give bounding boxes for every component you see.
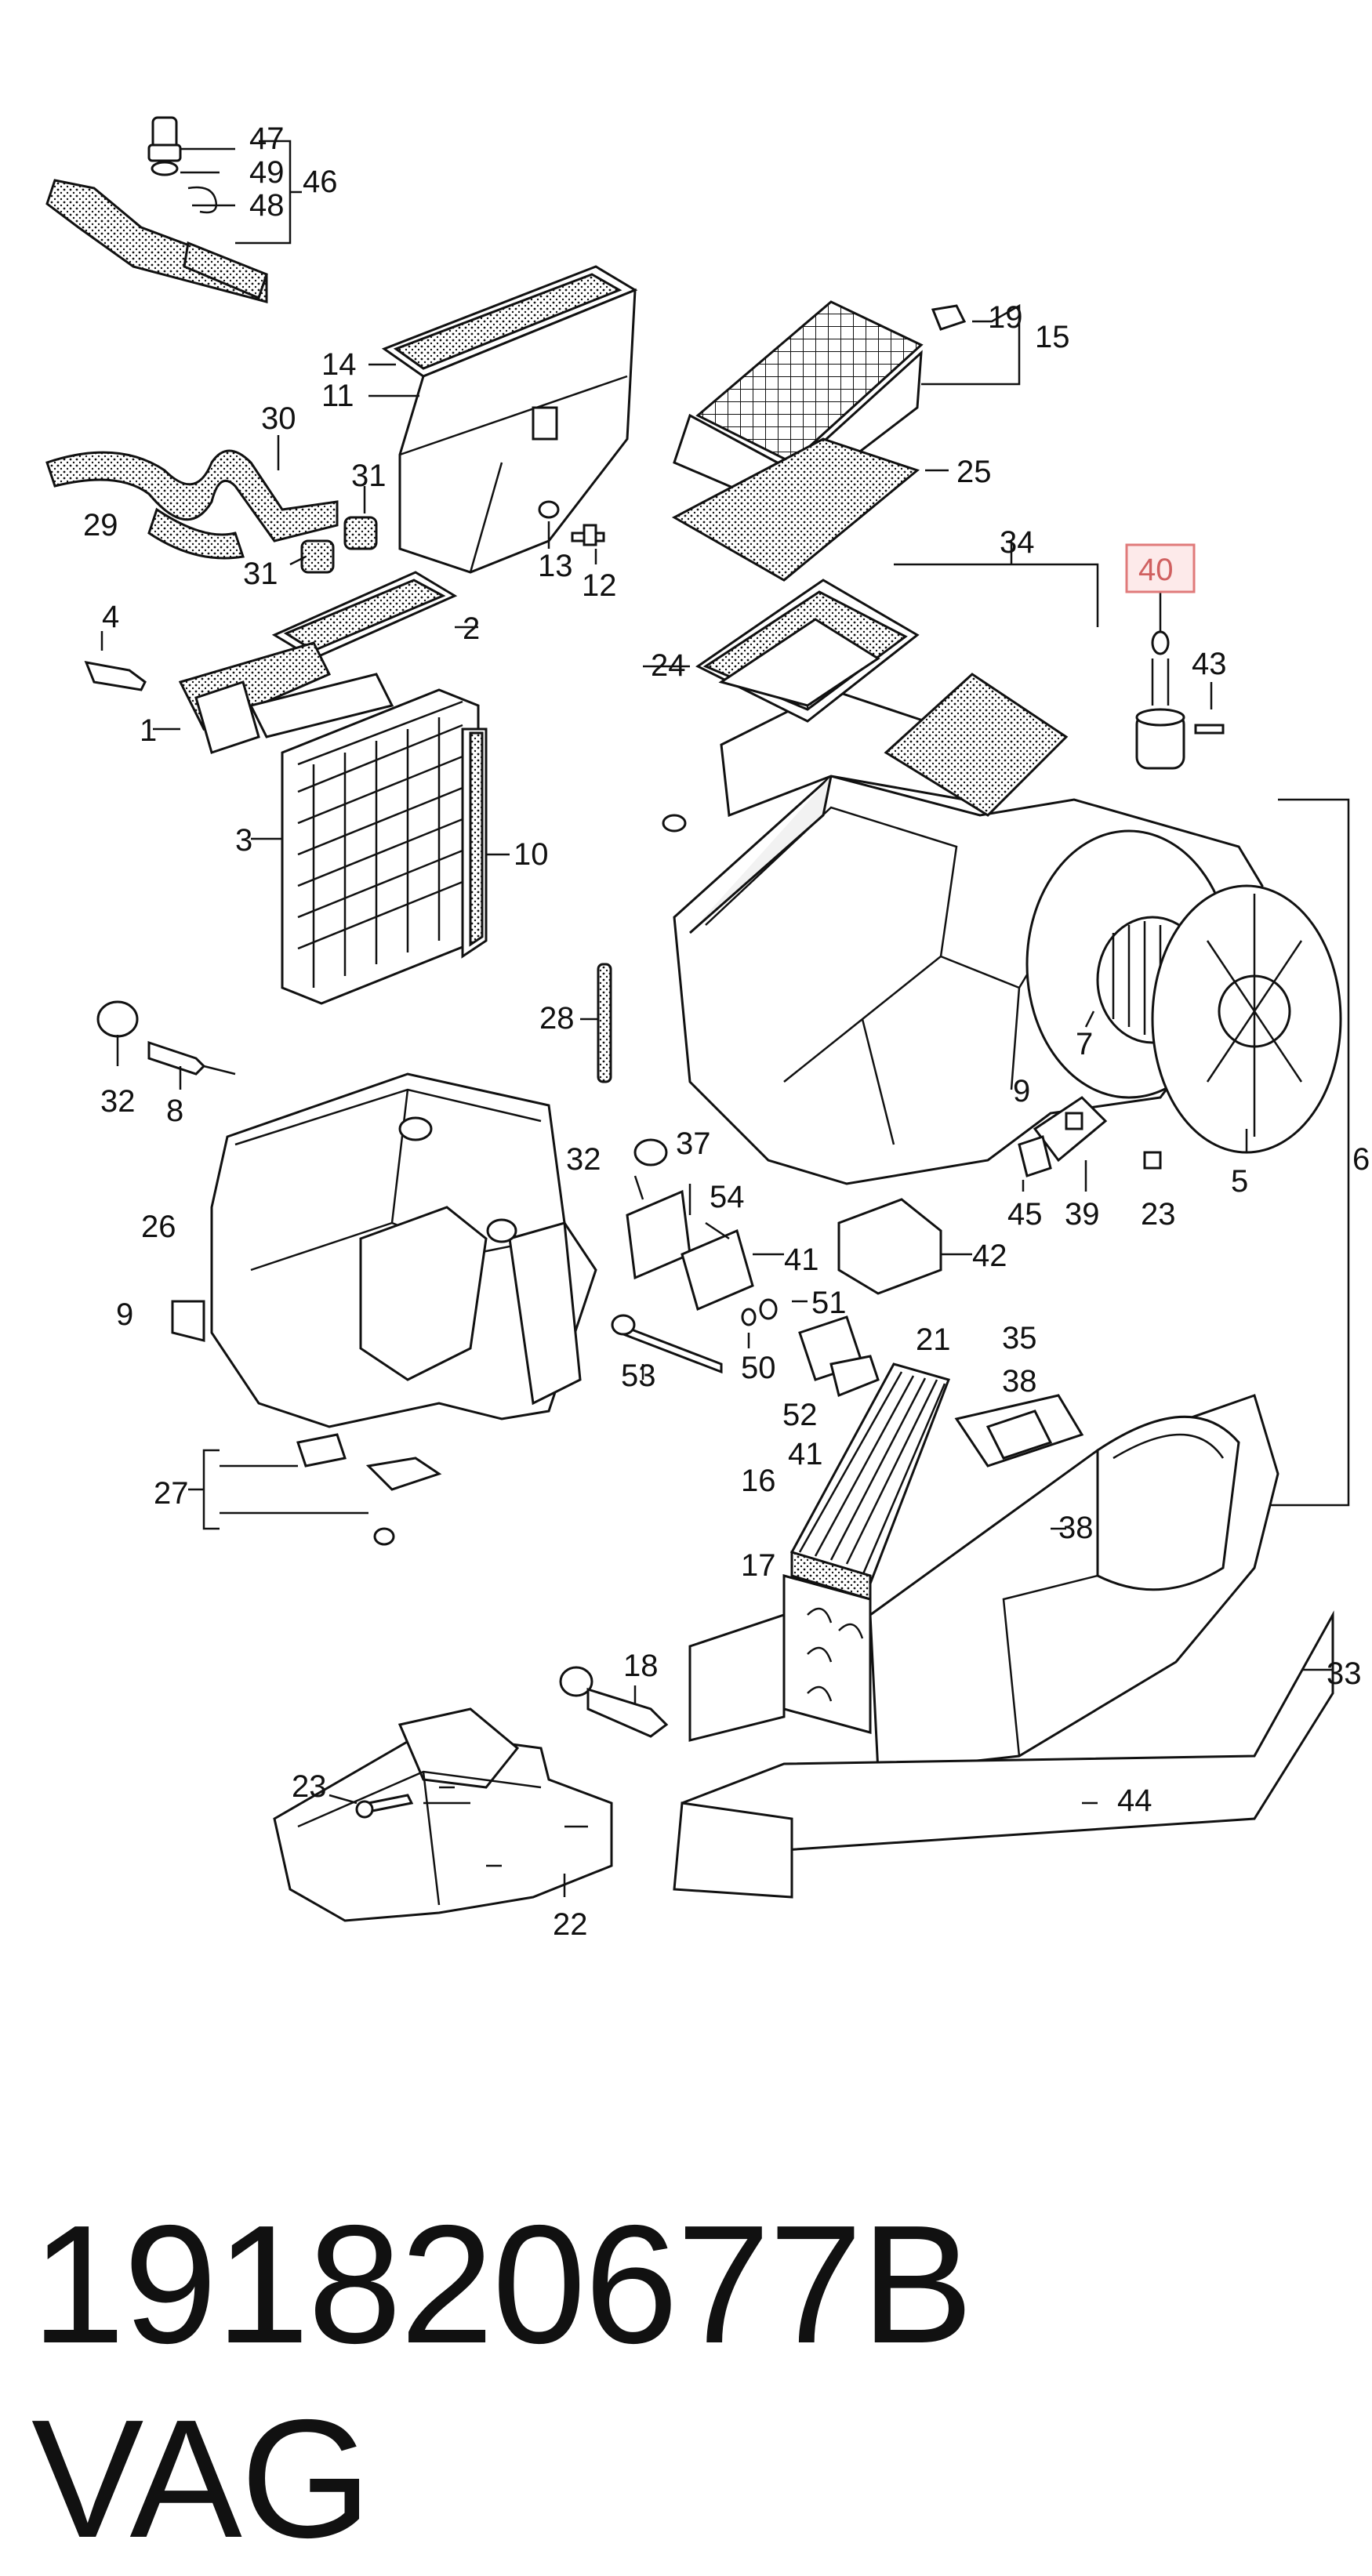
callout-label: 53 <box>621 1359 656 1393</box>
callout-label: 31 <box>351 459 387 493</box>
callout-label: 23 <box>292 1769 327 1804</box>
air-filter-top <box>671 300 1021 582</box>
callout-label: 38 <box>1002 1364 1037 1399</box>
callout-label: 5 <box>1231 1164 1248 1199</box>
callout-label: 1 <box>140 713 157 748</box>
callout-label: 8 <box>166 1094 183 1128</box>
callout-label: 14 <box>321 347 357 382</box>
callout-label: 26 <box>141 1210 176 1244</box>
callout-label: 39 <box>1065 1197 1100 1232</box>
callout-label: 7 <box>1076 1027 1093 1061</box>
callout-label: 19 <box>988 300 1023 335</box>
air-duct-upper <box>368 265 638 574</box>
part-number-caption: 191820677BVAG <box>31 2187 1372 2576</box>
lower-housing-33 <box>559 1315 1334 1899</box>
callout-label: 15 <box>1035 320 1070 354</box>
callout-label: 44 <box>1117 1783 1152 1818</box>
callout-labels: 47 49 48 46 19 15 14 11 30 31 29 13 12 2… <box>83 122 1370 1942</box>
callout-label: 30 <box>261 401 296 436</box>
callout-label: 6 <box>1352 1142 1370 1177</box>
callout-label: 33 <box>1327 1656 1362 1691</box>
rod-28 <box>580 963 612 1083</box>
callout-label: 10 <box>514 837 549 872</box>
callout-label: 22 <box>553 1907 588 1942</box>
callout-label: 32 <box>100 1084 136 1119</box>
callout-label: 50 <box>741 1351 776 1385</box>
callout-label: 47 <box>249 122 285 156</box>
callout-label: 29 <box>83 508 118 542</box>
callout-label: 38 <box>1058 1511 1094 1545</box>
parts-exploded-diagram: 47 49 48 46 19 15 14 11 30 31 29 13 12 2… <box>45 116 1370 1942</box>
callout-label: 49 <box>249 155 285 190</box>
callout-label: 35 <box>1002 1321 1037 1355</box>
callout-label: 4 <box>102 600 119 634</box>
part-number: 191820677B <box>31 2190 974 2378</box>
hose-assembly <box>45 116 302 303</box>
small-fasteners <box>538 500 605 564</box>
callout-label: 32 <box>566 1142 601 1177</box>
callout-label: 28 <box>539 1001 575 1036</box>
callout-label: 52 <box>782 1398 818 1432</box>
highlighted-callout-label: 40 <box>1138 553 1174 587</box>
callout-label: 21 <box>916 1322 951 1357</box>
heater-core <box>84 631 510 1005</box>
brackets-45-39-9 <box>1018 1096 1162 1192</box>
callout-label: 34 <box>1000 525 1035 560</box>
callout-label: 48 <box>249 188 285 223</box>
callout-label: 17 <box>741 1548 776 1583</box>
lower-housing-26 <box>96 1000 597 1546</box>
callout-label: 43 <box>1192 647 1227 681</box>
callout-label: 23 <box>1141 1197 1176 1232</box>
callout-label: 13 <box>538 549 573 583</box>
callout-label: 37 <box>676 1127 711 1161</box>
callout-label: 27 <box>154 1476 189 1511</box>
brand-label: VAG <box>31 2384 372 2573</box>
callout-label: 12 <box>582 568 617 603</box>
callout-label: 31 <box>243 557 278 591</box>
callout-label: 3 <box>235 823 252 858</box>
callout-label: 45 <box>1007 1197 1043 1232</box>
callout-label: 2 <box>463 611 480 646</box>
callout-label: 41 <box>784 1243 819 1277</box>
callout-label: 16 <box>741 1464 776 1498</box>
callout-label: 41 <box>788 1437 823 1471</box>
callout-label: 42 <box>972 1239 1007 1273</box>
callout-label: 54 <box>710 1180 745 1214</box>
part-40-resistor <box>1135 592 1225 770</box>
callout-label: 51 <box>811 1286 847 1320</box>
highlight-frame <box>1125 543 1196 593</box>
callout-label: 24 <box>651 648 686 683</box>
callout-label: 46 <box>303 165 338 199</box>
callout-label: 18 <box>623 1649 659 1683</box>
callout-label: 9 <box>116 1297 133 1332</box>
switch-parts <box>611 1138 972 1380</box>
callout-label: 11 <box>321 379 354 413</box>
blower-motor <box>1025 798 1350 1507</box>
duct-22 <box>273 1707 613 1922</box>
callout-label: 25 <box>956 455 992 489</box>
hose-set <box>45 435 378 574</box>
callout-label: 9 <box>1013 1074 1030 1108</box>
